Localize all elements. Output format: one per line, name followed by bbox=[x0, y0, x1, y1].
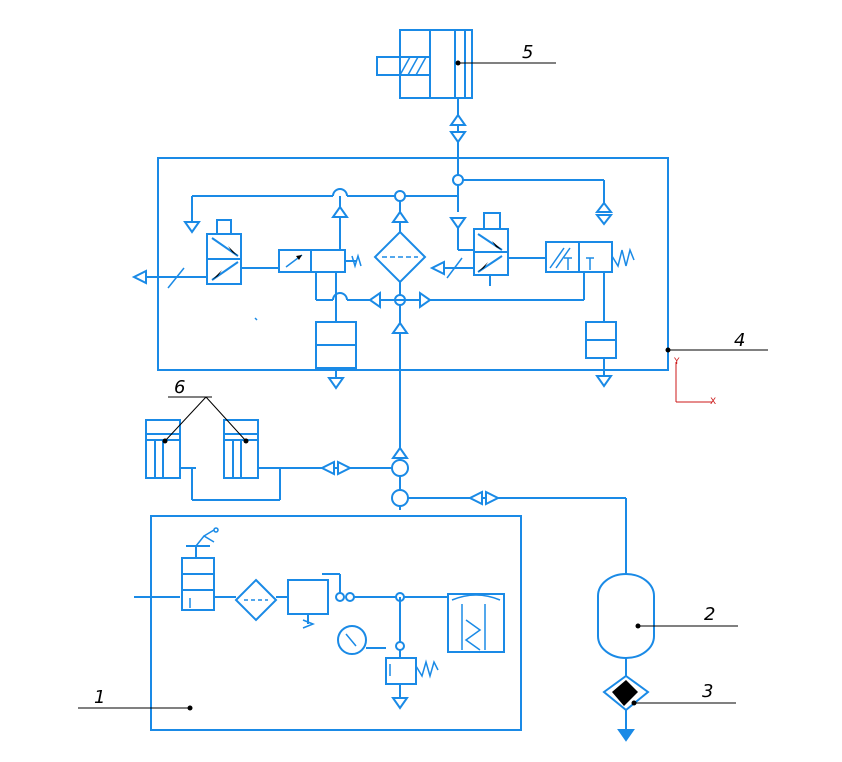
receiver-2 bbox=[597, 573, 655, 676]
label-6: 6 bbox=[174, 377, 185, 398]
label-3: 3 bbox=[702, 681, 713, 702]
leader-5: 5 bbox=[455, 42, 556, 66]
cylinder-5 bbox=[376, 29, 473, 180]
drain-3 bbox=[602, 674, 650, 742]
leader-4: 4 bbox=[665, 330, 768, 353]
axis-x-label: X bbox=[710, 397, 716, 407]
axis-marker: Y X bbox=[673, 357, 716, 407]
axis-y-label: Y bbox=[673, 357, 680, 367]
label-2: 2 bbox=[704, 604, 715, 625]
junctions bbox=[391, 446, 627, 574]
label-5: 5 bbox=[522, 42, 533, 63]
leader-6: 6 bbox=[162, 377, 249, 444]
prep-unit-1 bbox=[134, 515, 522, 731]
cylinders-6 bbox=[145, 419, 392, 501]
leader-1: 1 bbox=[78, 687, 193, 711]
leader-2: 2 bbox=[635, 604, 738, 629]
leader-3: 3 bbox=[631, 681, 736, 706]
label-4: 4 bbox=[734, 330, 745, 351]
label-1: 1 bbox=[94, 687, 105, 708]
